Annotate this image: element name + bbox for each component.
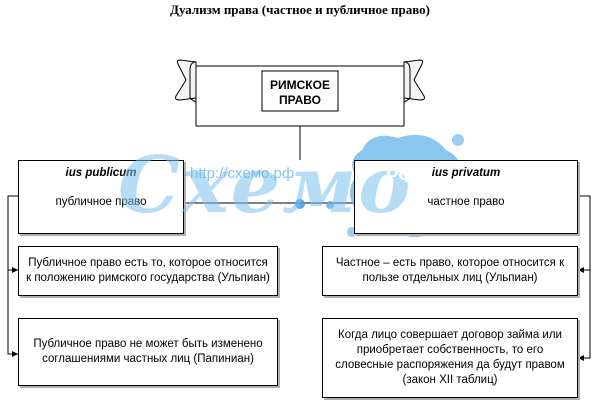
roman-law-label: РИМСКОЕ ПРАВО [270, 78, 330, 107]
public-law-quote-ulpian-text: Публичное право есть то, которое относит… [26, 257, 270, 284]
connector-arrowheads [12, 267, 584, 361]
watermark-badge: РФ [386, 166, 415, 187]
private-law-quote-xii-tables: Когда лицо совершает договор займа или п… [322, 318, 578, 398]
ius-publicum-latin: ius publicum [65, 167, 137, 179]
ius-publicum-box: ius publicum публичное право [18, 160, 184, 234]
watermark-url: http://схемо.рф [190, 165, 295, 182]
public-law-quote-papinian: Публичное право не может быть изменено с… [18, 318, 278, 386]
ius-privatum-latin: ius privatum [431, 167, 501, 179]
public-law-quote-ulpian: Публичное право есть то, которое относит… [18, 246, 278, 296]
private-law-quote-ulpian-text: Частное – есть право, которое относится … [335, 257, 565, 284]
diagram-title: Дуализм права (частное и публичное право… [170, 2, 430, 17]
ius-publicum-russian: публичное право [55, 196, 147, 208]
banner-ribbon [175, 59, 425, 127]
ius-privatum-box: ius privatum частное право [354, 160, 578, 234]
private-law-quote-ulpian: Частное – есть право, которое относится … [322, 246, 578, 296]
ius-privatum-russian: частное право [427, 196, 505, 208]
private-law-quote-xii-tables-text: Когда лицо совершает договор займа или п… [335, 329, 565, 386]
watermark-logo-text: Схемо [118, 140, 413, 231]
public-law-quote-papinian-text: Публичное право не может быть изменено с… [33, 338, 263, 365]
